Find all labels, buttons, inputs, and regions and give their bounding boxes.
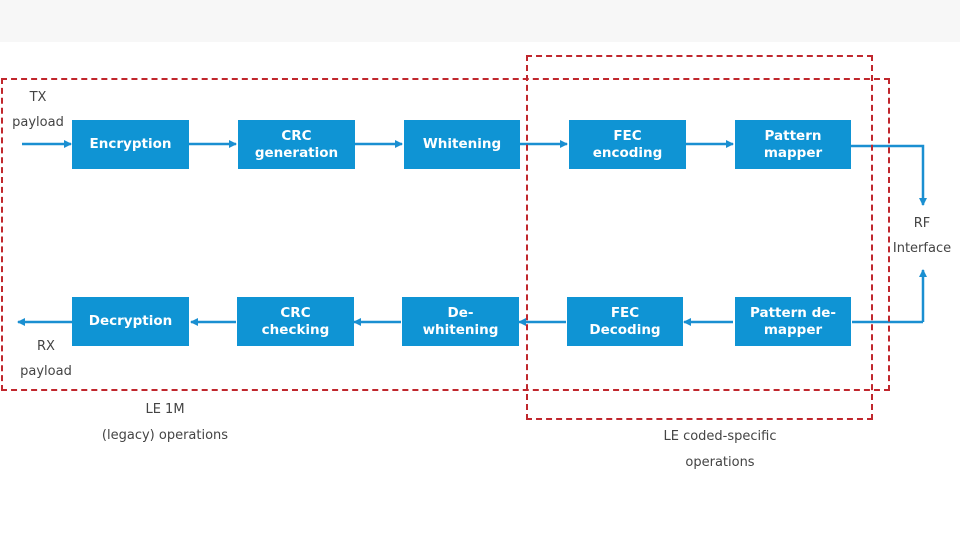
rf-label-line2: Interface <box>892 241 952 256</box>
rx-label-line2: payload <box>20 364 72 379</box>
rx-label: RX payload <box>16 339 76 380</box>
whitening-block: Whitening <box>404 120 520 169</box>
legacy-region-outline <box>1 78 890 391</box>
encryption-block: Encryption <box>72 120 189 169</box>
coded-region-outline <box>526 55 873 420</box>
fec-encoding-block: FEC encoding <box>569 120 686 169</box>
tx-label-line2: payload <box>12 115 64 130</box>
rx-label-line1: RX <box>37 339 55 354</box>
tx-to-rf-arrow <box>851 144 927 206</box>
legacy-caption-line1: LE 1M <box>145 402 185 417</box>
fec-decoding-block: FEC Decoding <box>567 297 683 346</box>
pattern-mapper-block: Pattern mapper <box>735 120 851 169</box>
tx-label-line1: TX <box>29 90 47 105</box>
legacy-caption-line2: (legacy) operations <box>101 428 229 443</box>
top-banner <box>0 0 960 42</box>
coded-caption-line2: operations <box>685 455 755 470</box>
rf-interface-label: RF Interface <box>886 216 958 257</box>
coded-region-caption: LE coded-specific operations <box>640 429 800 471</box>
pattern-demapper-block: Pattern de- mapper <box>735 297 851 346</box>
tx-label: TX payload <box>8 90 68 131</box>
decryption-block: Decryption <box>72 297 189 346</box>
de-whitening-block: De- whitening <box>402 297 519 346</box>
legacy-region-caption: LE 1M (legacy) operations <box>95 402 235 444</box>
crc-generation-block: CRC generation <box>238 120 355 169</box>
rf-label-line1: RF <box>913 216 931 231</box>
coded-caption-line1: LE coded-specific <box>663 429 777 444</box>
crc-checking-block: CRC checking <box>237 297 354 346</box>
